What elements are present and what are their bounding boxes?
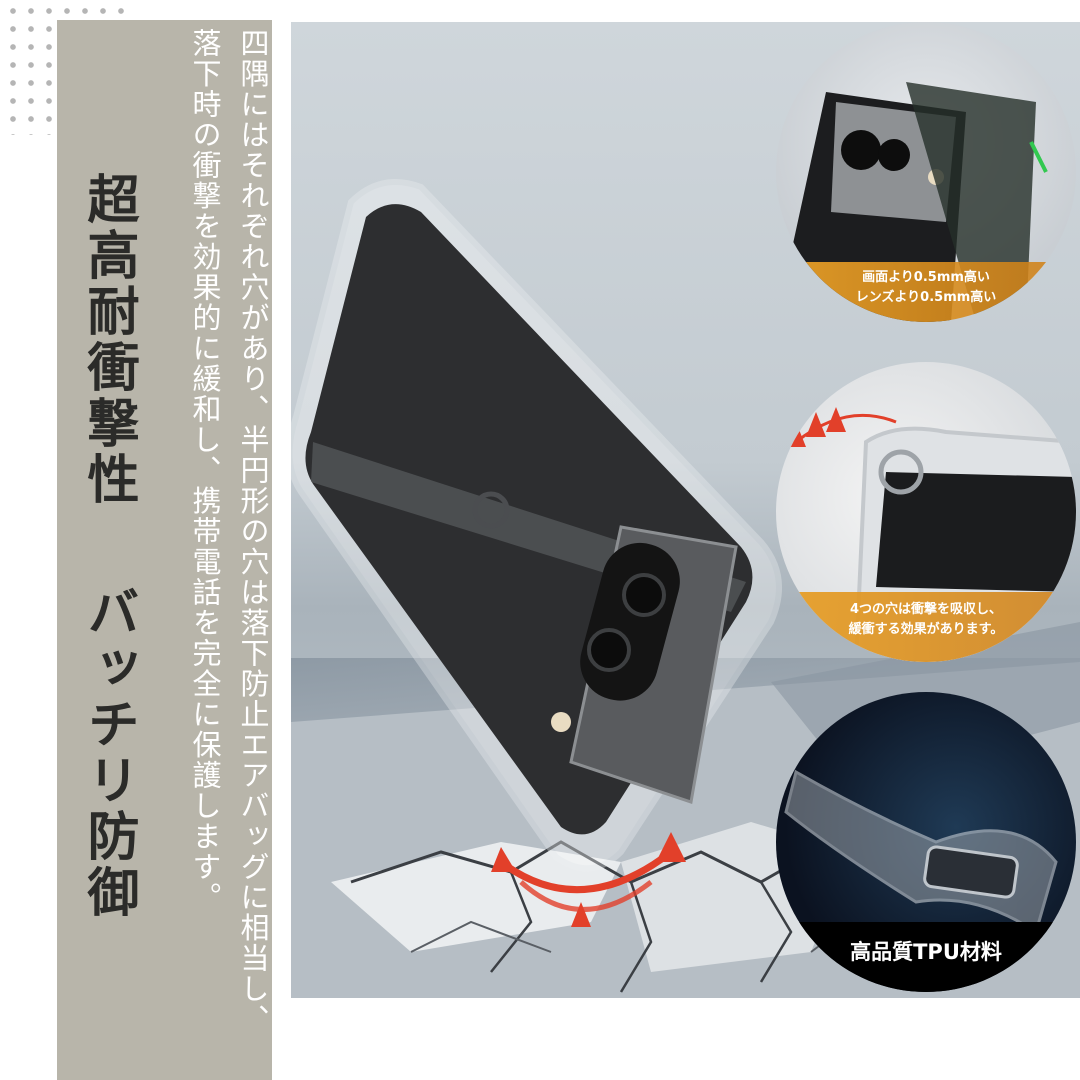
detail-circle-raised-edges: 画面より0.5mm高い レンズより0.5mm高い bbox=[776, 22, 1076, 322]
detail-circle-air-cushion: 4つの穴は衝撃を吸収し、 緩衝する効果があります。 bbox=[776, 362, 1076, 662]
callout-2-line-2: 緩衝する効果があります。 bbox=[848, 622, 1004, 637]
callout-band-2: 4つの穴は衝撃を吸収し、 緩衝する効果があります。 bbox=[776, 592, 1076, 662]
callout-band-3: 高品質TPU材料 bbox=[776, 922, 1076, 992]
callout-band-1: 画面より0.5mm高い レンズより0.5mm高い bbox=[776, 262, 1076, 322]
detail-circle-tpu: 高品質TPU材料 bbox=[776, 692, 1076, 992]
phone-case-image bbox=[291, 179, 782, 872]
headline-line-1: 超高耐衝撃性 bbox=[78, 172, 139, 508]
headline-line-2: バッチリ防御 bbox=[78, 585, 139, 921]
callout-2-line-1: 4つの穴は衝撃を吸収し、 bbox=[849, 602, 1003, 617]
callout-1-line-1: 画面より0.5mm高い bbox=[862, 270, 990, 285]
impact-arrows-icon bbox=[491, 832, 686, 927]
text-panel bbox=[57, 20, 272, 1080]
description-column-2: 落下時の衝撃を効果的に緩和し、携帯電話を完全に保護します。 bbox=[188, 28, 222, 913]
callout-1-line-2: レンズより0.5mm高い bbox=[855, 290, 997, 305]
description-column-1: 四隅にはそれぞれ穴があり、半円形の穴は落下防止エアバッグに相当し、 bbox=[236, 28, 270, 1035]
